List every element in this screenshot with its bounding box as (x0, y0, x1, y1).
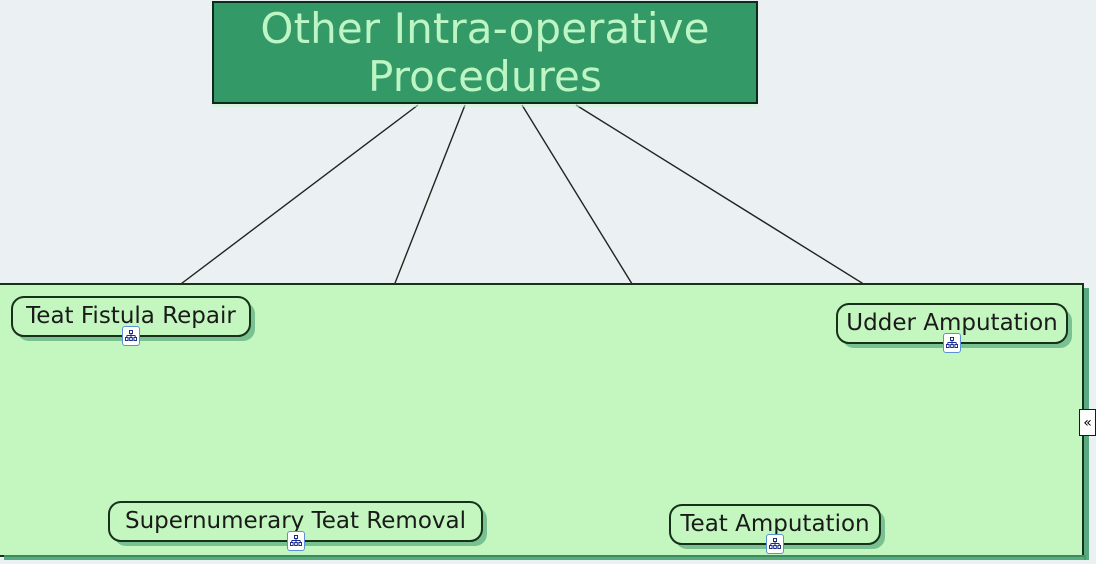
node-supernumerary-teat-removal[interactable]: Supernumerary Teat Removal (108, 501, 483, 551)
root-node-other-intra-operative-procedures[interactable]: Other Intra-operative Procedures (212, 1, 758, 104)
edge-root-to-teat-fistula-repair (160, 104, 419, 300)
node-udder-amputation[interactable]: Udder Amputation (836, 303, 1068, 353)
collapse-panel-button[interactable]: « (1079, 409, 1096, 436)
node-label: Udder Amputation (846, 310, 1058, 336)
node-label: Supernumerary Teat Removal (124, 508, 466, 534)
node-label: Teat Amputation (680, 511, 870, 537)
root-node-label: Other Intra-operative Procedures (260, 4, 710, 101)
double-chevron-left-icon: « (1083, 414, 1092, 431)
hierarchy-icon[interactable] (286, 531, 305, 551)
edge-root-to-udder-amputation (575, 104, 900, 307)
hierarchy-icon[interactable] (122, 326, 140, 346)
node-teat-amputation[interactable]: Teat Amputation (669, 504, 881, 554)
hierarchy-icon[interactable] (943, 333, 961, 353)
node-label: Teat Fistula Repair (26, 303, 236, 329)
hierarchy-icon[interactable] (766, 534, 784, 554)
node-teat-fistula-repair[interactable]: Teat Fistula Repair (11, 296, 251, 346)
